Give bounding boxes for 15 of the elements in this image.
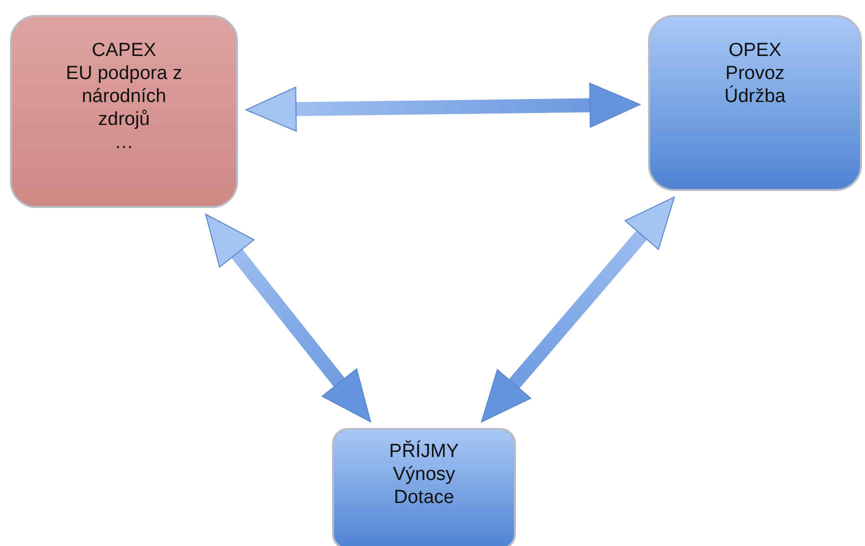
double-arrow [481,196,675,422]
box-text: Výnosy [392,463,456,486]
double-arrow [205,214,372,422]
box-text: … [114,131,134,154]
box-text: Údržba [724,85,786,108]
rounded-box [10,15,238,208]
box-heading: CAPEX [92,39,156,62]
box-heading: OPEX [728,39,782,62]
box-text: Provoz [725,62,785,85]
double-arrow [246,82,640,132]
box-heading: PŘÍJMY [389,440,459,463]
box-text: Dotace [394,486,454,509]
rounded-box [648,15,862,191]
box-text: EU podpora z národních zdrojů [64,62,184,131]
rounded-box [332,428,516,546]
